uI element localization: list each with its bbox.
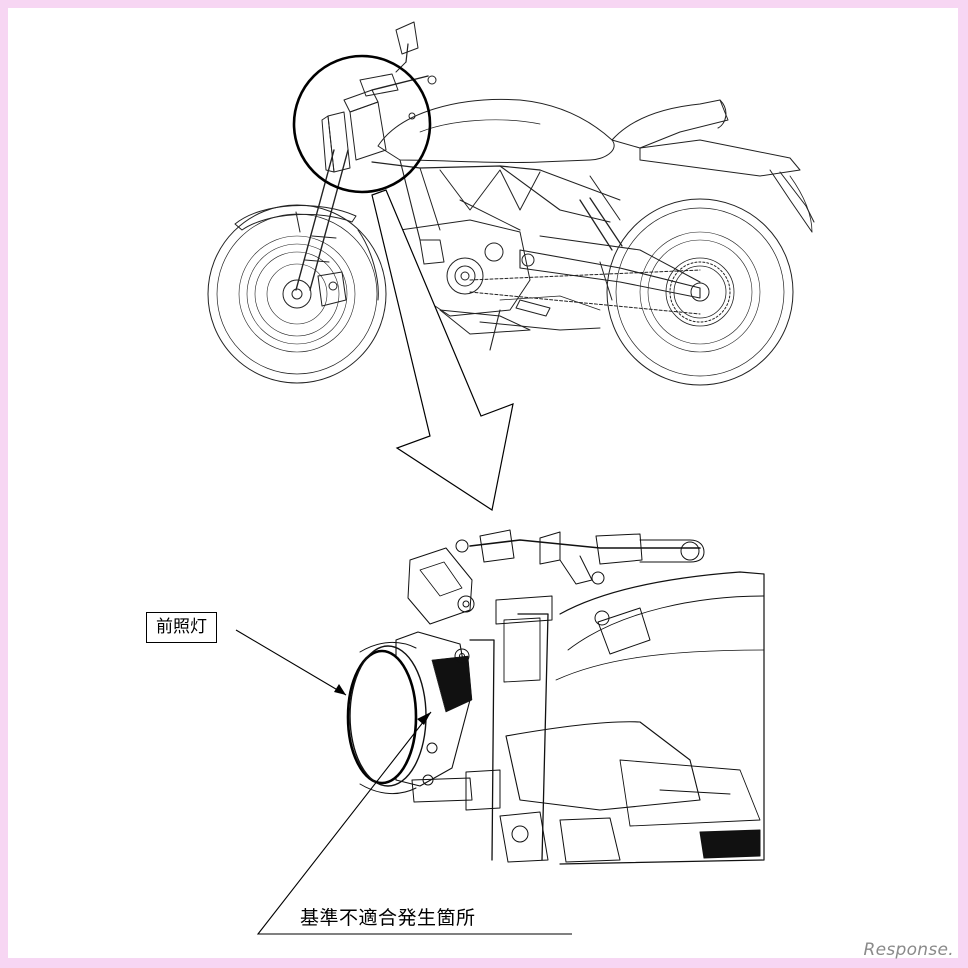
front-wheel [207, 204, 387, 384]
nonconformity-leader-line [256, 711, 572, 935]
zoom-arrow [371, 189, 514, 511]
headlight-detail-view [346, 529, 765, 865]
motorcycle-side-view [207, 21, 815, 386]
headlight-label: 前照灯 [146, 612, 217, 643]
detail-circle [292, 54, 432, 194]
headlight-leader-line [235, 629, 347, 696]
nonconformity-leader-arrowhead [417, 712, 431, 725]
nonconformity-location-label: 基準不適合発生箇所 [300, 907, 476, 929]
response-watermark: Response. [863, 940, 954, 960]
headlight-leader-arrowhead [334, 684, 346, 695]
